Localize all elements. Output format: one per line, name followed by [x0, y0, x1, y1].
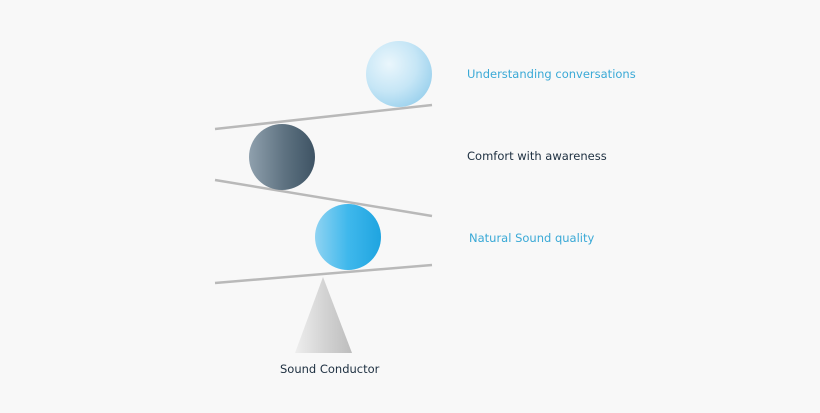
beam-bottom — [214, 263, 433, 285]
sphere-understanding — [366, 41, 432, 107]
beam-middle — [214, 178, 433, 218]
sphere-comfort — [249, 124, 315, 190]
label-natural-sound-quality: Natural Sound quality — [469, 231, 595, 245]
label-comfort-with-awareness: Comfort with awareness — [467, 149, 607, 163]
label-sound-conductor: Sound Conductor — [280, 362, 380, 376]
label-understanding-conversations: Understanding conversations — [467, 67, 636, 81]
pyramid-base — [295, 277, 352, 353]
sphere-natural-sound — [315, 204, 381, 270]
beam-top — [214, 103, 433, 131]
